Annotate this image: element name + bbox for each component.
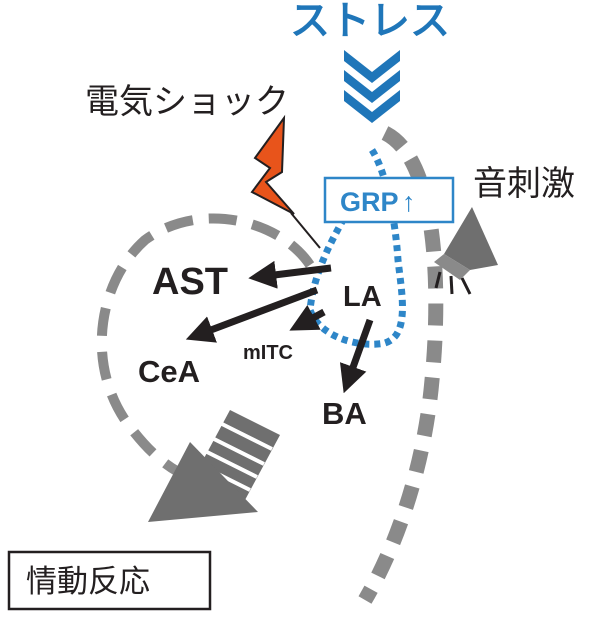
arrow-la-to-ba — [339, 318, 374, 394]
emotional-response-box — [7, 550, 212, 611]
lightning-bolt-icon — [250, 114, 295, 215]
emotional-response-arrow-icon — [148, 410, 280, 522]
la-grp-dotted-region — [306, 148, 406, 348]
sound-waves-icon — [434, 271, 472, 295]
shock-stem-line — [290, 212, 321, 249]
speaker-icon — [434, 207, 498, 280]
arrow-la-to-cea — [185, 286, 319, 343]
arrow-la-to-ast — [248, 260, 332, 289]
grp-label: GRP — [340, 187, 399, 217]
cea-label: CeA — [138, 354, 200, 389]
ast-label: AST — [152, 261, 228, 303]
stress-chevrons-icon — [344, 50, 400, 123]
la-label: LA — [343, 281, 382, 313]
projection-arrows — [185, 260, 374, 394]
electric-shock-label: 電気ショック — [85, 82, 289, 122]
emotional-response-label: 情動反応 — [26, 564, 150, 600]
stress-label: ストレス — [290, 0, 450, 44]
grp-box — [323, 176, 455, 224]
arrow-la-to-mitc — [289, 305, 326, 331]
mitc-label: mITC — [243, 342, 293, 364]
grp-up-arrow: ↑ — [402, 187, 416, 217]
sound-stimulus-label: 音刺激 — [473, 164, 575, 204]
stress-feedback-dashed-path — [358, 126, 444, 604]
ba-label: BA — [322, 396, 367, 431]
